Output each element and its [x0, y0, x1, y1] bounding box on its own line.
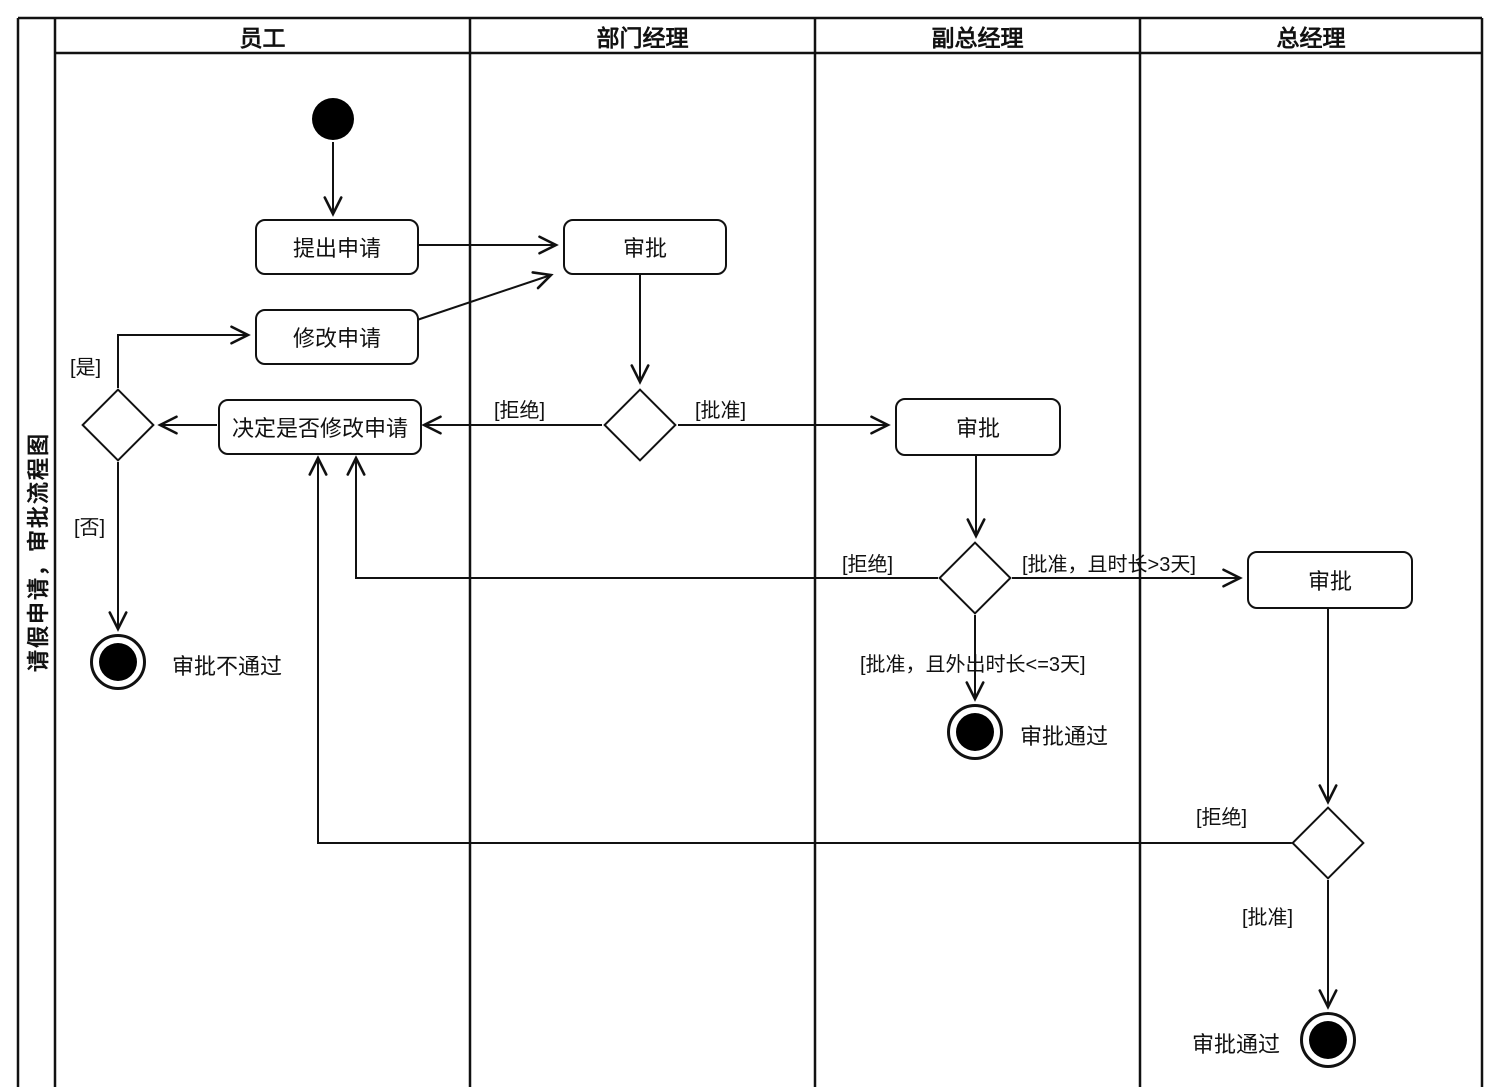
end-node-pass-gm [1300, 1012, 1356, 1068]
flow-edges [118, 142, 1328, 1007]
edge-modify-to-dept-approve [413, 275, 551, 322]
swimlane-grid [16, 16, 1484, 1087]
result-fail-label: 审批不通过 [172, 654, 283, 679]
lane-header-employee: 员工 [239, 24, 286, 51]
lane-header-dept-manager: 部门经理 [596, 24, 689, 51]
end-node-inner [1309, 1021, 1347, 1059]
lane-header-general-manager: 总经理 [1276, 24, 1346, 51]
edge-deputy-reject-to-decide [356, 458, 938, 579]
end-node-inner [956, 713, 994, 751]
edge-gm-reject-to-decide [318, 458, 1292, 844]
action-deputy-approve: 审批 [895, 398, 1061, 456]
diagram-title: 请假申请，审批流程图 [26, 431, 51, 673]
action-submit-request: 提出申请 [255, 219, 419, 275]
guard-yes: [是] [70, 357, 102, 379]
action-dept-approve: 审批 [563, 219, 727, 275]
end-node-inner [99, 643, 137, 681]
action-modify-request: 修改申请 [255, 309, 419, 365]
guard-deputy-reject: [拒绝] [842, 554, 894, 576]
guard-dept-reject: [拒绝] [494, 400, 546, 422]
result-pass-gm-label: 审批通过 [1192, 1032, 1281, 1057]
guard-gm-reject: [拒绝] [1196, 807, 1248, 829]
action-decide-modify: 决定是否修改申请 [218, 399, 422, 455]
guard-deputy-approved-gt3: [批准，且时长>3天] [1022, 554, 1196, 576]
guard-deputy-approved-le3: [批准，且外出时长<=3天] [860, 654, 1086, 676]
guard-dept-approved: [批准] [695, 400, 747, 422]
end-node-pass-deputy [947, 704, 1003, 760]
guard-gm-approved: [批准] [1242, 907, 1294, 929]
start-node [312, 98, 354, 140]
lane-header-deputy-gm: 副总经理 [931, 24, 1024, 51]
guard-no: [否] [74, 517, 106, 539]
end-node-fail [90, 634, 146, 690]
action-gm-approve: 审批 [1247, 551, 1413, 609]
edge-yes-to-modify [117, 335, 248, 388]
result-pass-deputy-label: 审批通过 [1020, 724, 1109, 749]
